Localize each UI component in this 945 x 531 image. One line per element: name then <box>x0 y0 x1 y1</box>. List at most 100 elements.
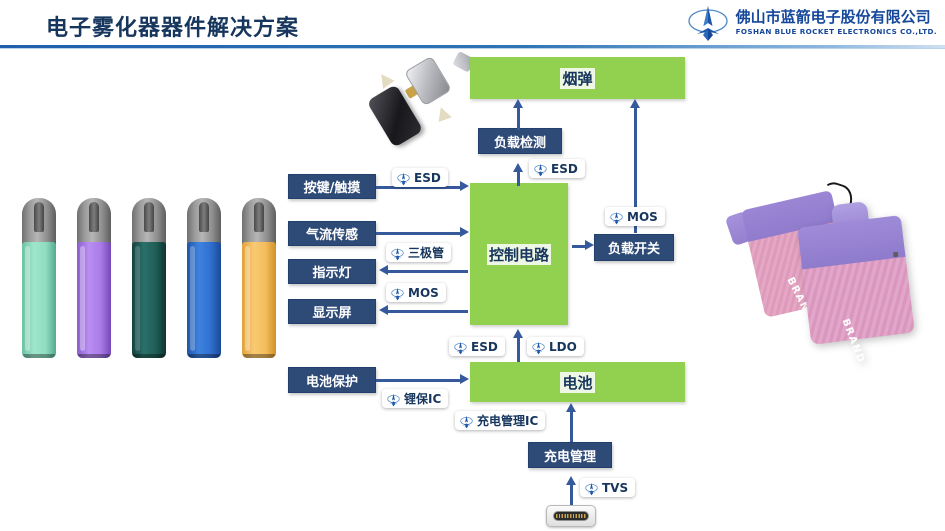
tag-li-protect-ic[interactable]: 锂保IC <box>382 389 449 408</box>
company-name-en: FOSHAN BLUE ROCKET ELECTRONICS CO.,LTD. <box>735 27 937 37</box>
arrow-keytouch-to-control <box>376 186 462 189</box>
rocket-logo-icon <box>610 210 623 224</box>
pod-base <box>133 354 165 358</box>
device-led-icon <box>892 251 899 258</box>
device-front: BRAND <box>797 201 915 365</box>
node-indicator-light-label: 指示灯 <box>312 266 352 281</box>
pod-blue <box>187 198 221 358</box>
pod-body <box>242 242 276 358</box>
tag-ldo[interactable]: LDO <box>527 337 584 356</box>
pod-mouthpiece <box>34 202 44 232</box>
node-display-screen[interactable]: 显示屏 <box>288 299 376 324</box>
tag-mos-load-switch-label: MOS <box>627 209 658 224</box>
node-indicator-light[interactable]: 指示灯 <box>288 259 376 284</box>
tag-esd-battery[interactable]: ESD <box>449 337 505 356</box>
usb-c-connector-icon <box>546 505 596 527</box>
tag-esd-battery-label: ESD <box>471 339 498 354</box>
block-control-circuit[interactable]: 控制电路 <box>470 183 568 325</box>
blue-rocket-logo-icon <box>687 4 729 42</box>
pod-amber <box>242 198 276 358</box>
node-key-touch-label: 按键/触摸 <box>303 181 361 196</box>
arrowhead-up <box>566 476 576 485</box>
pod-mouthpiece <box>89 202 99 232</box>
node-charge-manage[interactable]: 充电管理 <box>528 442 612 468</box>
arrowhead-up <box>566 403 576 412</box>
device-pod <box>403 51 476 107</box>
node-key-touch[interactable]: 按键/触摸 <box>288 174 376 199</box>
pod-mouthpiece <box>254 202 264 232</box>
arrowhead-left <box>379 305 388 315</box>
tag-mos-display[interactable]: MOS <box>386 283 446 302</box>
rocket-logo-icon <box>532 340 545 354</box>
node-load-detect[interactable]: 负载检测 <box>478 128 562 154</box>
pod-teal <box>132 198 166 358</box>
arrow-chargemanage-to-battery <box>570 412 573 442</box>
arrowhead-up <box>513 329 523 338</box>
pod-base <box>23 354 55 358</box>
tag-ldo-label: LDO <box>549 339 577 354</box>
tag-tvs-label: TVS <box>602 480 629 495</box>
header-divider-thin <box>0 48 945 49</box>
node-battery-protect-label: 电池保护 <box>305 374 358 390</box>
pod-highlight <box>190 246 195 351</box>
block-cartridge-label: 烟弹 <box>560 67 595 89</box>
block-battery[interactable]: 电池 <box>470 362 685 402</box>
node-display-screen-label: 显示屏 <box>312 306 352 321</box>
page-title: 电子雾化器器件解决方案 <box>46 16 300 41</box>
header-divider <box>0 45 945 48</box>
pod-base <box>243 354 275 358</box>
block-battery-label: 电池 <box>560 371 595 393</box>
tag-mos-display-label: MOS <box>408 285 439 300</box>
pod-highlight <box>25 246 30 351</box>
arrowhead-right <box>460 374 469 384</box>
node-battery-protect[interactable]: 电池保护 <box>288 367 376 393</box>
node-load-switch[interactable]: 负载开关 <box>594 234 674 261</box>
arrowhead-left <box>379 265 388 275</box>
rocket-logo-icon <box>460 414 473 428</box>
tag-esd-key-touch[interactable]: ESD <box>392 168 448 187</box>
tag-charge-manage-ic[interactable]: 充电管理IC <box>455 411 546 430</box>
block-cartridge[interactable]: 烟弹 <box>470 57 685 99</box>
rocket-logo-icon <box>397 171 410 185</box>
tag-mos-load-switch[interactable]: MOS <box>605 207 665 226</box>
brand-device-photos: BRAND BRAND <box>724 178 932 365</box>
arrow-loaddetect-to-cartridge <box>517 108 520 130</box>
pod-body <box>77 242 111 358</box>
tag-esd-load-detect-label: ESD <box>551 161 578 176</box>
arrow-loadswitch-to-cartridge <box>634 108 637 233</box>
rocket-logo-icon <box>585 481 598 495</box>
arrow-usb-to-chargemanage <box>570 485 573 506</box>
pod-base <box>188 354 220 358</box>
arrow-batteryprotect-to-battery <box>376 379 462 382</box>
device-assembly-illustration <box>366 51 480 148</box>
pod-body <box>132 242 166 358</box>
node-airflow-sensor[interactable]: 气流传感 <box>288 221 376 246</box>
arrow-control-to-display <box>388 310 468 313</box>
rocket-logo-icon <box>454 340 467 354</box>
pod-body <box>22 242 56 358</box>
pod-mouthpiece <box>144 202 154 232</box>
tag-tvs[interactable]: TVS <box>580 478 636 497</box>
pod-highlight <box>245 246 250 351</box>
pod-highlight <box>135 246 140 351</box>
node-charge-manage-label: 充电管理 <box>543 449 596 465</box>
pod-base <box>78 354 110 358</box>
device-body: BRAND <box>802 256 915 365</box>
rocket-logo-icon <box>387 392 400 406</box>
tag-esd-key-touch-label: ESD <box>414 170 441 185</box>
tag-triode-indicator[interactable]: 三极管 <box>386 243 452 262</box>
arrow-battery-to-control <box>517 338 520 362</box>
arrow-control-to-loaddetect <box>517 172 520 186</box>
node-load-switch-label: 负载开关 <box>607 242 660 257</box>
arrowhead-right <box>585 240 594 250</box>
arrow-control-to-loadswitch <box>572 245 586 248</box>
arrowhead-up <box>630 99 640 108</box>
tag-esd-load-detect[interactable]: ESD <box>529 159 585 178</box>
tag-li-protect-ic-label: 锂保IC <box>404 392 442 406</box>
assembly-arrow-icon <box>434 104 452 123</box>
arrow-control-to-indicator <box>388 270 468 273</box>
company-name-cn: 佛山市蓝箭电子股份有限公司 <box>735 8 931 27</box>
brand-label: BRAND <box>839 317 867 366</box>
pod-mint <box>22 198 56 358</box>
